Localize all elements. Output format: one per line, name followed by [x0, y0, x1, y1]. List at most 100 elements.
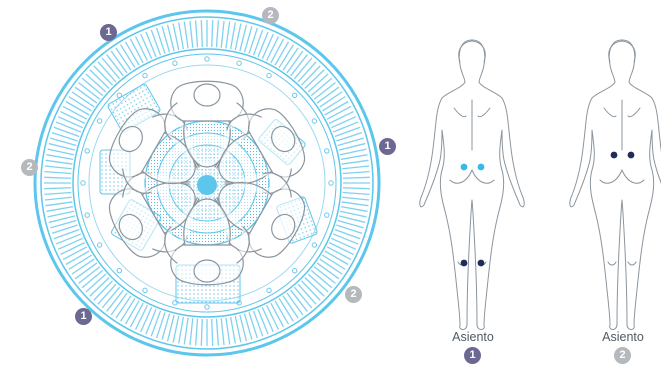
body-outline	[570, 40, 661, 330]
deck-slat	[267, 36, 279, 60]
deck-slat	[56, 122, 81, 132]
figure-seat-badge: 2	[614, 347, 631, 364]
wall-jet	[85, 149, 89, 153]
deck-slat	[126, 301, 140, 324]
deck-slat	[46, 202, 73, 206]
wall-jet	[117, 268, 121, 272]
deck-slat	[279, 45, 293, 68]
wall-jet	[173, 61, 177, 65]
deck-slat	[221, 318, 224, 345]
deck-slat	[327, 106, 351, 119]
deck-slat	[56, 234, 81, 244]
massage-point	[478, 164, 485, 171]
center-drain	[197, 175, 217, 195]
wall-jet	[143, 288, 147, 292]
deck-slat	[279, 298, 293, 321]
deck-slat	[201, 319, 202, 346]
deck-slat	[341, 155, 368, 160]
deck-slat	[45, 197, 72, 200]
deck-slat	[342, 166, 369, 169]
deck-slat	[327, 247, 351, 260]
wall-jet	[325, 149, 329, 153]
deck-slat	[121, 298, 135, 321]
wall-jet	[329, 181, 333, 185]
wall-jet	[97, 119, 101, 123]
deck-slat	[212, 319, 213, 346]
deck-slat	[331, 238, 356, 249]
deck-slat	[46, 160, 73, 164]
massage-point	[461, 260, 468, 267]
deck-slat	[275, 301, 289, 324]
knees	[608, 262, 636, 265]
deck-slat	[322, 255, 345, 269]
deck-slat	[66, 102, 89, 116]
deck-slat	[325, 251, 348, 265]
wall-jet	[237, 61, 241, 65]
deck-slat	[69, 255, 92, 269]
deck-slat	[329, 112, 353, 124]
seat-badge: 1	[100, 24, 117, 41]
massage-points-seat-2	[611, 152, 635, 159]
deck-slat	[66, 251, 89, 265]
deck-slat	[343, 172, 370, 174]
deck-slat	[341, 207, 368, 212]
massage-point	[611, 152, 618, 159]
body-figure-seat-2	[570, 40, 661, 330]
deck-slat	[48, 211, 74, 217]
figure-caption: Asiento	[438, 330, 508, 344]
deck-slat	[267, 305, 279, 329]
deck-slat	[44, 192, 71, 194]
seat-badge: 2	[345, 286, 362, 303]
deck-slat	[343, 188, 370, 189]
deck-slat	[201, 20, 202, 47]
wall-jet	[267, 73, 271, 77]
seat-badge: 2	[21, 159, 38, 176]
deck-slat	[60, 243, 84, 255]
body-outline	[420, 40, 524, 330]
deck-slat	[231, 317, 236, 344]
deck-slat	[173, 316, 179, 342]
wall-jet	[143, 73, 147, 77]
back-details	[600, 100, 644, 183]
deck-slat	[184, 318, 188, 345]
deck-slat	[190, 318, 193, 345]
deck-slat	[329, 243, 353, 255]
deck-slat	[231, 22, 236, 49]
deck-slat	[126, 42, 140, 65]
deck-slat	[258, 32, 268, 57]
deck-slat	[340, 211, 366, 217]
deck-slat	[179, 22, 184, 49]
deck-slat	[44, 177, 71, 178]
massage-point	[461, 164, 468, 171]
body-figure-seat-1	[420, 40, 524, 330]
deck-slat	[46, 155, 73, 160]
deck-slat	[60, 112, 84, 124]
wall-jet	[97, 243, 101, 247]
wall-jet	[205, 305, 209, 309]
deck-slat	[235, 24, 241, 50]
deck-slat	[343, 192, 370, 194]
deck-slat	[221, 21, 224, 48]
deck-slat	[146, 32, 156, 57]
deck-slat	[136, 305, 148, 329]
seat-badge: 2	[262, 7, 279, 24]
wall-jet	[292, 268, 296, 272]
deck-slat	[262, 34, 273, 59]
deck-slat	[179, 317, 184, 344]
deck-slat	[342, 202, 369, 206]
deck-slat	[212, 20, 213, 47]
deck-slat	[343, 177, 370, 178]
deck-slat	[226, 22, 230, 49]
massage-point	[478, 260, 485, 267]
seat-badge: 1	[379, 138, 396, 155]
wall-jet	[292, 93, 296, 97]
deck-slat	[196, 319, 198, 346]
seat-badge: 1	[75, 308, 92, 325]
deck-slat	[333, 234, 358, 244]
deck-slat	[342, 160, 369, 164]
deck-slat	[216, 319, 218, 346]
deck-slat	[136, 36, 148, 60]
deck-slat	[325, 102, 348, 116]
spa-top-view	[35, 11, 379, 355]
